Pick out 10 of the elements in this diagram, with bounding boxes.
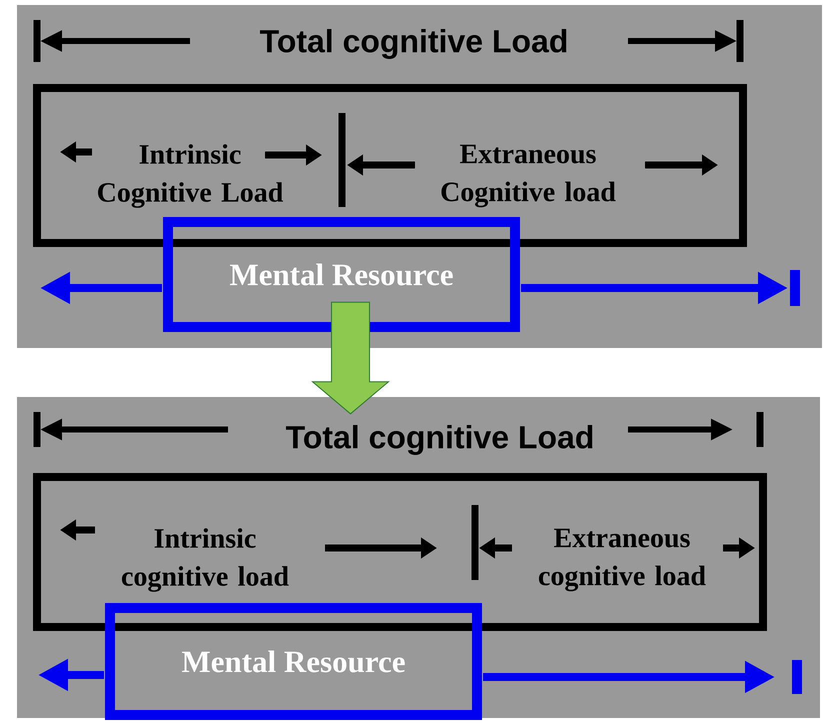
- dimension-label: Total cognitive Load: [260, 29, 566, 59]
- node-label: Extraneous Cognitive load: [441, 144, 616, 208]
- resource-box: Mental Resource: [163, 217, 520, 332]
- block-arrow: [311, 302, 390, 414]
- node-label: Intrinsic Cognitive Load: [98, 144, 284, 208]
- node-label: Extraneous cognitive load: [538, 528, 706, 592]
- load-box: Intrinsic cognitive load Extraneous cognitive load: [33, 473, 767, 631]
- node-label: Intrinsic cognitive load: [122, 528, 289, 592]
- resource-box: Mental Resource: [105, 603, 482, 720]
- load-box: Intrinsic Cognitive Load Extraneous Cognitive load: [33, 84, 747, 247]
